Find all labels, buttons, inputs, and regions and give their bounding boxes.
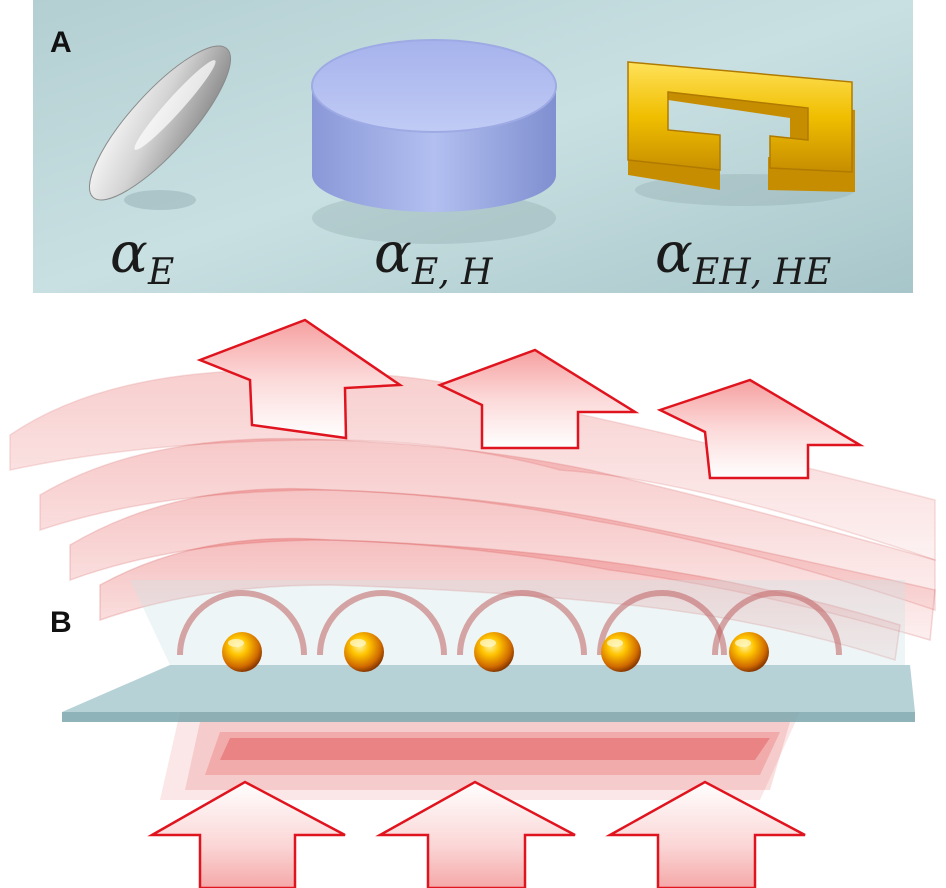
particle-3 [474,632,514,672]
particle-4 [601,632,641,672]
particle-array [222,632,769,672]
svg-text:E: E [147,252,174,293]
particle-1 [222,632,262,672]
panel-a-label: A [50,26,72,59]
svg-text:EH, HE: EH, HE [692,252,831,293]
incident-wave-layers [160,712,800,800]
outgoing-arrows [196,318,865,480]
substrate [62,580,915,722]
panel-b: B [9,318,936,888]
split-ring-shape [627,61,855,206]
panel-b-label: B [50,606,72,639]
svg-text:E, H: E, H [411,252,493,293]
svg-text:α: α [110,221,148,286]
ellipsoid-shape [88,45,232,210]
label-alpha-eh-he: α EH, HE [655,221,831,293]
particle-wavelets [177,590,842,656]
particle-2 [344,632,384,672]
outgoing-arrow-3 [656,378,865,480]
svg-text:α: α [655,221,693,286]
label-alpha-e-h: α E, H [374,221,493,293]
panel-a: A α E α E, H α [33,0,913,293]
outgoing-arrow-1 [196,318,404,440]
incident-arrow-3 [605,780,806,888]
disk-shape [311,39,557,244]
incident-arrow-1 [147,780,346,888]
particle-5 [729,632,769,672]
outgoing-arrow-2 [436,348,640,450]
incident-arrow-2 [375,780,576,888]
label-alpha-e: α E [110,221,174,293]
incident-arrows [147,780,806,888]
svg-text:α: α [374,221,412,286]
